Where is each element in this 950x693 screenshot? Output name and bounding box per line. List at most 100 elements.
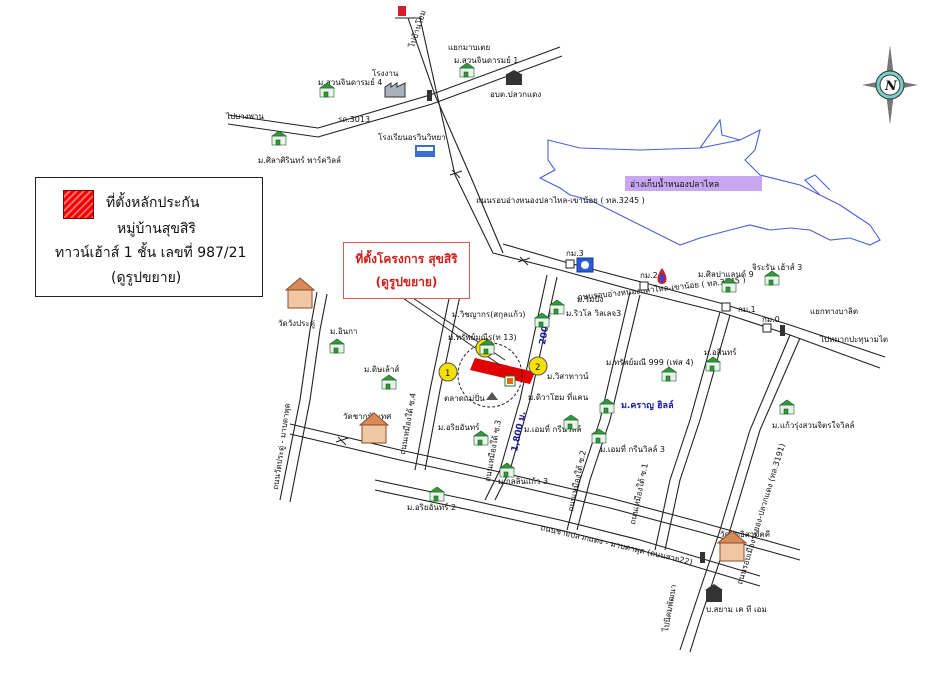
road-label-wat-pradu: ถนนวัดประดู่ - มาบตาพุด: [271, 403, 293, 491]
village-icon: [661, 366, 677, 382]
road-label-lake-road: ถนนรอบอ่างหนองปลาไหล-เขาน้อย ( ทล.3245 ): [476, 196, 645, 205]
legend-line-1: ที่ตั้งหลักประกัน: [106, 195, 200, 211]
marker-2-label: 2: [535, 363, 540, 373]
marker-1-label: 1: [445, 369, 450, 379]
label-emmy3: ม.เอมที่ กรีนวิลล์ 3: [600, 443, 665, 454]
village-icon: [764, 270, 780, 286]
traffic-light-icon: [700, 552, 705, 563]
legend-box: ที่ตั้งหลักประกัน หมู่บ้านสุขสิริ ทาวน์เ…: [35, 177, 263, 297]
label-suan-charoen-1: ม.สวนจินดารมย์ 1: [454, 55, 518, 65]
lake-label: อ่างเก็บน้ำหนองปลาไหล: [630, 178, 719, 190]
traffic-light-icon: [427, 90, 432, 101]
label-mondee-13: ม.ทรัพย์มณีร(ท 13): [448, 332, 517, 342]
label-sirin-park: ม.ศิลาศิรินทร์ พาร์ควิลล์: [258, 155, 341, 165]
convenience-store-icon: [504, 375, 516, 387]
lake-label-bg: [625, 176, 762, 191]
label-kaewrung: ม.แก้วรุ่งสวนจิตรใจวิลล์: [772, 420, 855, 430]
label-km3: กม.3: [566, 249, 584, 258]
label-wisatown: ม.วิสาทาวน์: [547, 371, 589, 381]
label-khao-ngam: ม.คราญ ฮิลล์: [621, 399, 674, 411]
gas-station-icon: [576, 257, 594, 273]
village-icon: [499, 462, 515, 478]
traffic-light-icon: [780, 325, 785, 336]
road-label-ban-hom: ไปบ้านโฮม: [406, 9, 428, 50]
village-icon: [591, 428, 607, 444]
label-isyaman: ม.อริยอันทร์: [438, 422, 480, 432]
label-wat-chakan: วัดชากมันเทศ: [343, 412, 391, 421]
village-icon: [473, 430, 489, 446]
label-diwara: ม.ดิวาโฮม ที่แคน: [528, 391, 589, 402]
compass-north-letter: N: [884, 79, 898, 94]
legend-site-swatch: [63, 190, 94, 219]
road-label-soi-4: ถนนเหมืองใต้ ซ.4: [398, 392, 418, 455]
label-emmy: ม.เอมที่ กรีนวิลล์: [524, 423, 581, 434]
legend-line-3: ทาวน์เฮ้าส์ 1 ชั้น เลขที่ 987/21: [55, 245, 247, 261]
callout-line-2: (ดูรูปขยาย): [375, 275, 438, 289]
label-rimbueng: ม.ริมบึง: [577, 295, 603, 304]
label-wat-rangpradoo: วัดวังประดู่: [278, 319, 315, 329]
place-labels: แยกมาบเตย ม.สวนจินดารมย์ 1 โรงงาน ม.สวนจ…: [258, 43, 858, 614]
temple-icon: [358, 412, 390, 444]
label-asin: ม.อสินทร์: [704, 347, 737, 357]
temple-icon: [284, 277, 316, 309]
label-km0: กม.0: [762, 315, 780, 324]
road-label-bang-phan: ไปบางพาน: [225, 112, 264, 121]
km-post-icon: [721, 302, 731, 312]
village-icon: [459, 62, 475, 78]
km-post-icon: [762, 323, 772, 333]
label-siam-kt: บ.สยาม เค ที เอม: [706, 605, 767, 614]
ptt-station-icon: [657, 268, 667, 284]
government-building-icon: [505, 70, 523, 85]
label-in-ka: ม.อินกา: [330, 327, 357, 336]
building-icon: [705, 584, 723, 602]
road-label-soi-2: ถนนเหมืองใต้ ซ.2: [566, 449, 588, 512]
village-icon: [779, 399, 795, 415]
label-wat-chayam: วัดสิทธิสามัคคี: [720, 530, 770, 539]
project-site-marker: [470, 358, 535, 384]
village-icon: [563, 414, 579, 430]
km-post-icon: [639, 281, 649, 291]
village-icons: [271, 62, 795, 502]
village-icon: [721, 277, 737, 293]
label-school: โรงเรียนอรวินวิทยา: [378, 132, 446, 142]
north-flag-icon: [398, 6, 406, 16]
label-obt: อบต.ปลวกแดง: [490, 90, 541, 99]
compass-rose: N: [862, 45, 918, 125]
label-jun-khao: แยกทางบาลิต: [810, 307, 858, 316]
label-sapmani-999: ม.ทรัพย์มณี 999 (เฟส 4): [606, 357, 694, 367]
road-network: [227, 17, 886, 653]
village-icon: [549, 299, 565, 315]
school-icon: [415, 145, 435, 157]
road-label-nikom: ไปนิคมพัฒนา: [661, 584, 678, 633]
label-km1: กม.1: [738, 305, 756, 314]
village-icon: [479, 339, 495, 355]
village-icon: [319, 82, 335, 98]
label-phasda: ม.ดิษเล้าส์: [364, 364, 399, 374]
village-icon: [429, 486, 445, 502]
road-label-pluak-daeng: ถนนชายปลวกแดง - มาบตาพุด (ถนนสาย22): [540, 523, 694, 567]
label-isyaman-2: ม.อริยอันทร์ 2: [407, 502, 456, 512]
label-talad-mai: ตลาดแม่ปั่น: [444, 392, 485, 403]
label-jiraran: จิระรัน เฮ้าส์ 3: [752, 262, 803, 272]
market-icon: [486, 392, 498, 400]
road-label-3013: รถ.3013: [338, 115, 370, 124]
callout-line-1: ที่ตั้งโครงการ สุขสิริ: [355, 252, 458, 266]
km-post-icon: [565, 259, 575, 269]
road-label-map-kha: ไปหมากปะทุนามไต: [819, 335, 888, 344]
label-kalinka: ม.กลลินแก้ว 3: [498, 477, 548, 486]
label-factory: โรงงาน: [372, 68, 399, 78]
legend-line-4: (ดูรูปขยาย): [111, 270, 182, 286]
village-icon: [381, 374, 397, 390]
label-junction-mab: แยกมาบเตย: [448, 43, 490, 52]
village-icon: [271, 130, 287, 146]
village-icon: [599, 398, 615, 414]
legend-line-2: หมู่บ้านสุขสิริ: [117, 221, 196, 237]
factory-icon: [384, 82, 406, 98]
label-wichanakhon: ม.วิชญากร(สกุลแก้ว): [452, 310, 526, 319]
village-icon: [329, 338, 345, 354]
village-icon: [705, 356, 721, 372]
road-labels: ไปบ้านโฮม รถ.3013 ไปบางพาน ถนนรอบอ่างหนอ…: [225, 9, 888, 634]
marker-1: 1: [438, 362, 458, 382]
label-rivolo: ม.ริวโล วิลเลจ3: [566, 308, 621, 318]
